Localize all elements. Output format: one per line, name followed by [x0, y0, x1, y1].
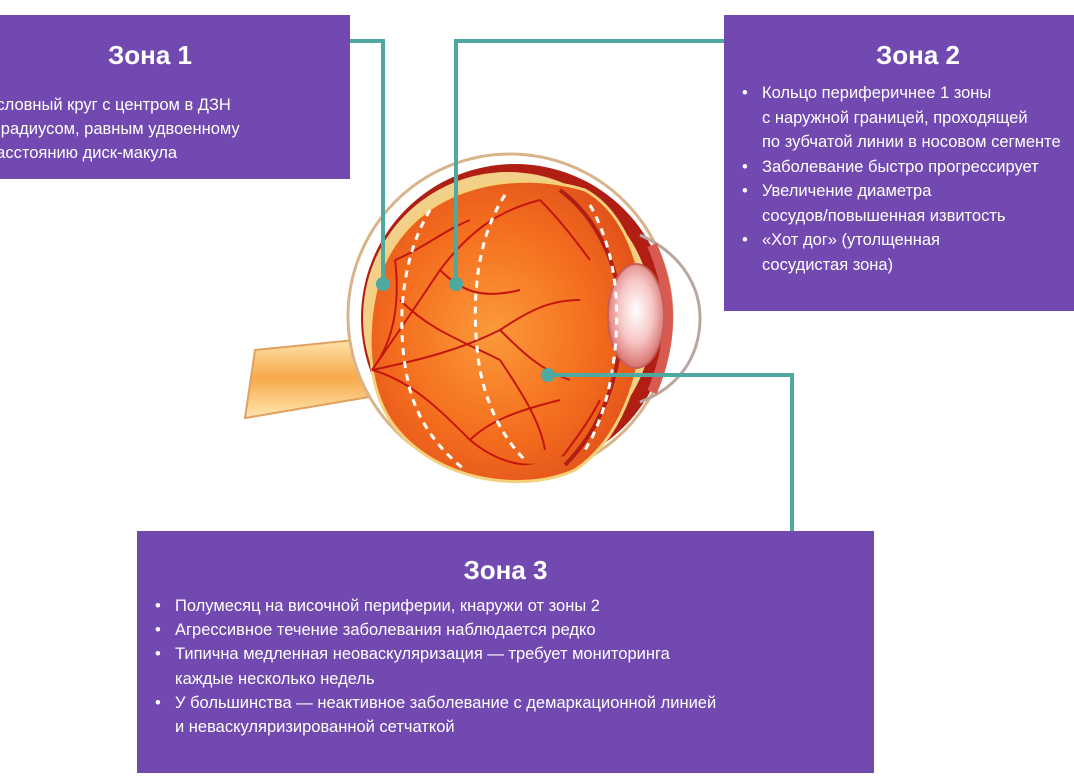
zone2-list: Кольцо периферичнее 1 зоны с наружной гр… — [742, 81, 1061, 277]
retinal-vessels — [371, 199, 601, 466]
connector-zone1-end-dot — [376, 277, 390, 291]
zone3-list: Полумесяц на височной периферии, кнаружи… — [155, 594, 716, 739]
lens — [607, 263, 665, 369]
zone1-line: расстоянию диск-макула — [0, 144, 178, 162]
zone3-list-item: Агрессивное течение заболевания наблюдае… — [155, 618, 716, 642]
zone-boundaries — [400, 194, 619, 472]
zone1-box: Зона 1 Условный круг с центром в ДЗН и р… — [0, 15, 350, 179]
zone2-title: Зона 2 — [876, 40, 961, 70]
zone3-box: Зона 3 Полумесяц на височной периферии, … — [137, 531, 874, 773]
zone2-list-item: сосудистая зона) — [762, 255, 894, 274]
zone2-list-item: сосудов/повышенная извитость — [762, 206, 1006, 225]
connector-zone2-end-dot — [449, 277, 463, 291]
zone2-list-item: Увеличение диаметра — [742, 179, 1061, 204]
zone1-line: и радиусом, равным удвоенному — [0, 120, 240, 138]
connector-zone3-start-dot — [541, 368, 555, 382]
zone1-title: Зона 1 — [108, 40, 193, 70]
zone3-list-item: Типична медленная неоваскуляризация — тр… — [155, 642, 716, 666]
zone2-box: Зона 2 Кольцо периферичнее 1 зоны с нару… — [724, 15, 1074, 311]
zone2-list-item: с наружной границей, проходящей — [762, 108, 1028, 127]
zone3-list-item: У большинства — неактивное заболевание с… — [155, 691, 716, 715]
connector-zone2 — [454, 39, 749, 284]
zone1-description: Условный круг с центром в ДЗН и радиусом… — [0, 93, 240, 165]
zone1-line: Условный круг с центром в ДЗН — [0, 96, 231, 114]
zone3-list-item: и неваскуляризированной сетчаткой — [175, 718, 455, 737]
zone2-list-item: «Хот дог» (утолщенная — [742, 228, 1061, 253]
zone3-title: Зона 3 — [463, 555, 548, 585]
eyeball — [346, 152, 674, 483]
cornea — [639, 233, 702, 404]
zone3-list-item: Полумесяц на височной периферии, кнаружи… — [155, 594, 716, 618]
zone3-list-item: каждые несколько недель — [175, 669, 375, 688]
connector-zone3 — [548, 373, 794, 555]
zone2-list-item: Заболевание быстро прогрессирует — [742, 155, 1061, 180]
zone2-list-item: Кольцо периферичнее 1 зоны — [742, 81, 1061, 106]
zone2-list-item: по зубчатой линии в носовом сегменте — [762, 133, 1061, 151]
